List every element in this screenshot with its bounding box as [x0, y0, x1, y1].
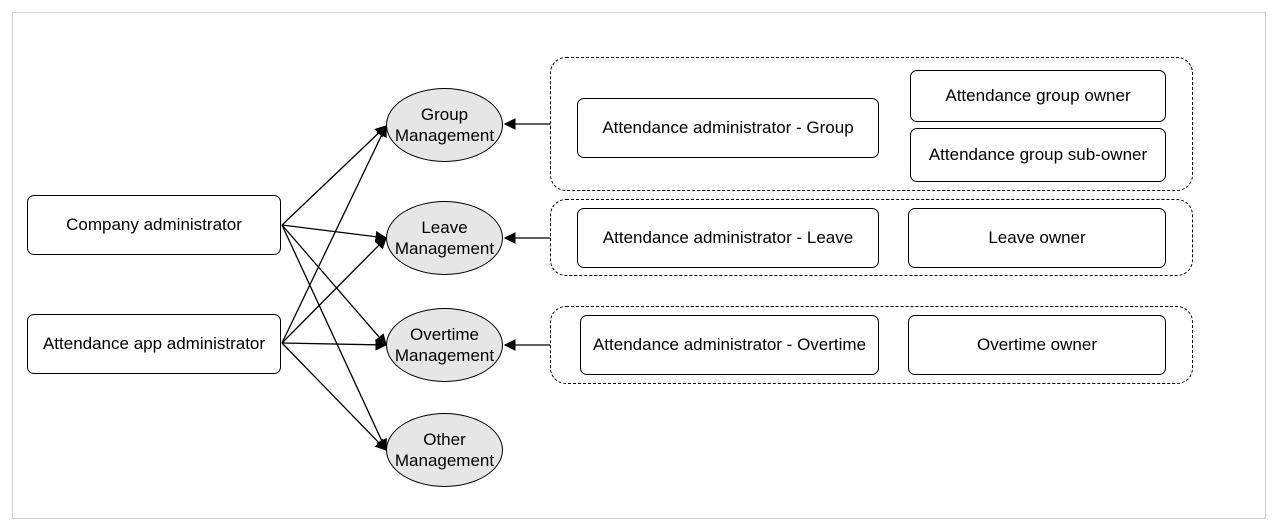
- overtime-management-roles-group: [550, 306, 1193, 384]
- leave-management-ellipse: Leave Management: [386, 201, 503, 275]
- other-management-ellipse: Other Management: [386, 413, 503, 487]
- attendance-admin-group-label: Attendance administrator - Group: [602, 118, 854, 137]
- leave-management-line1: Leave: [421, 218, 468, 237]
- other-management-line1: Other: [423, 430, 466, 449]
- group-management-ellipse: Group Management: [386, 88, 503, 162]
- arrow-app-to-other: [281, 342, 387, 451]
- attendance-group-owner-box: Attendance group owner: [910, 70, 1166, 122]
- arrow-company-to-leave: [281, 224, 388, 243]
- other-management-line2: Management: [394, 451, 495, 470]
- arrow-app-to-group: [281, 124, 387, 344]
- group-management-line1: Group: [420, 105, 469, 124]
- group-management-roles-group: [550, 57, 1193, 191]
- company-administrator-box: Company administrator: [27, 195, 281, 255]
- leave-management-roles-group: [550, 199, 1193, 276]
- overtime-owner-box: Overtime owner: [908, 315, 1166, 375]
- attendance-app-administrator-box: Attendance app administrator: [27, 314, 281, 374]
- attendance-group-sub-owner-box: Attendance group sub-owner: [910, 128, 1166, 182]
- arrow-app-to-overtime: [281, 338, 388, 351]
- attendance-admin-leave-label: Attendance administrator - Leave: [602, 228, 854, 247]
- overtime-management-line2: Management: [394, 346, 495, 365]
- attendance-admin-overtime-label: Attendance administrator - Overtime: [592, 335, 867, 354]
- overtime-management-ellipse: Overtime Management: [386, 308, 503, 382]
- attendance-admin-group-box: Attendance administrator - Group: [577, 98, 879, 158]
- company-administrator-label: Company administrator: [66, 215, 242, 234]
- attendance-app-administrator-label: Attendance app administrator: [42, 334, 266, 353]
- overtime-management-line1: Overtime: [410, 325, 479, 344]
- attendance-admin-overtime-box: Attendance administrator - Overtime: [580, 315, 879, 375]
- arrow-company-to-other: [281, 224, 387, 452]
- overtime-owner-label: Overtime owner: [977, 335, 1097, 354]
- attendance-group-sub-owner-label: Attendance group sub-owner: [928, 145, 1148, 164]
- leave-management-line2: Management: [394, 239, 495, 258]
- arrow-app-to-leave: [281, 237, 387, 344]
- group-management-line2: Management: [394, 126, 495, 145]
- leave-owner-box: Leave owner: [908, 208, 1166, 268]
- arrow-company-to-group: [281, 125, 387, 226]
- attendance-admin-leave-box: Attendance administrator - Leave: [577, 208, 879, 268]
- leave-owner-label: Leave owner: [988, 228, 1086, 247]
- arrow-company-to-overtime: [281, 224, 387, 346]
- attendance-group-owner-label: Attendance group owner: [945, 86, 1131, 105]
